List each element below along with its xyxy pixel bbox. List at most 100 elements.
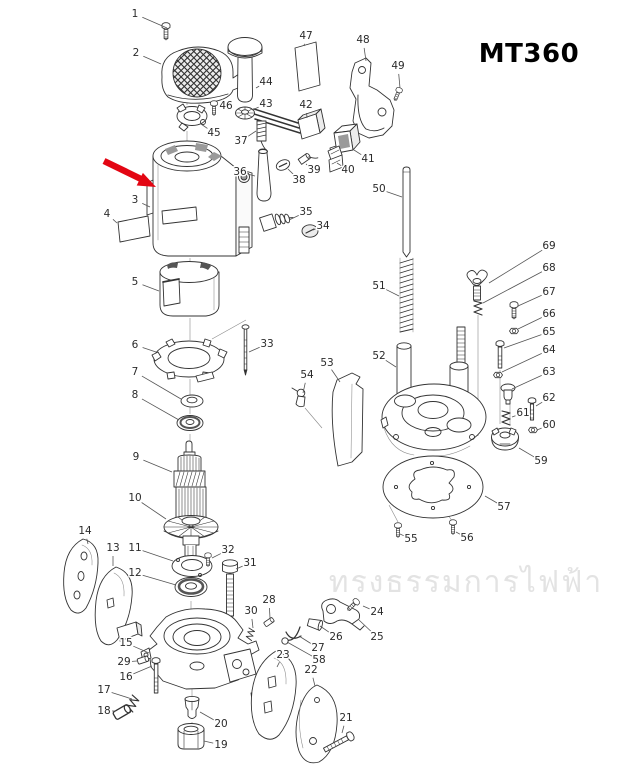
part-label-53: 53: [320, 357, 333, 369]
part-39-brush-drawing: [297, 153, 319, 165]
part-leader-10: [141, 502, 167, 520]
part-label-20: 20: [214, 718, 227, 730]
part-label-2: 2: [133, 47, 140, 59]
model-title: MT360: [479, 39, 579, 69]
part-leader-5: [142, 284, 160, 292]
part-5-stator-drawing: [159, 261, 220, 317]
part-11-washer-drawing: [171, 555, 213, 577]
part-leader-64: [501, 353, 542, 373]
part-label-12: 12: [128, 567, 141, 579]
part-44-knob-drawing: [227, 37, 263, 103]
part-label-50: 50: [372, 183, 385, 195]
part-leader-61: [511, 415, 516, 418]
part-label-48: 48: [356, 34, 369, 46]
part-label-23: 23: [276, 649, 289, 661]
part-67-screw-drawing: [509, 301, 519, 320]
part-61-spring-drawing: [501, 410, 511, 426]
part-label-9: 9: [133, 451, 140, 463]
part-52-base-casting-drawing: [380, 326, 487, 457]
watermark-text: ทรงธรรมการไฟฟ้า: [329, 564, 603, 600]
part-label-37: 37: [234, 135, 247, 147]
part-leader-3: [142, 203, 151, 208]
part-label-34: 34: [316, 220, 330, 232]
part-leader-12: [142, 574, 177, 586]
part-leader-39: [305, 163, 308, 166]
part-8-bearing-drawing: [176, 415, 204, 431]
part-label-65: 65: [542, 326, 555, 338]
part-label-46: 46: [219, 100, 233, 112]
part-4-label-plate-drawing: [117, 215, 151, 243]
part-60-nut-drawing: [528, 426, 538, 434]
part-label-28: 28: [262, 594, 275, 606]
part-label-32: 32: [221, 544, 234, 556]
part-label-51: 51: [372, 280, 385, 292]
part-56-screw-drawing: [449, 519, 457, 535]
part-label-14: 14: [78, 525, 92, 537]
part-label-49: 49: [391, 60, 404, 72]
part-label-17: 17: [97, 684, 110, 696]
part-46-screw-drawing: [210, 100, 218, 116]
part-leader-55: [399, 533, 404, 537]
part-leader-48: [363, 47, 367, 62]
part-label-63: 63: [542, 366, 555, 378]
part-leader-56: [455, 531, 461, 535]
part-leader-23: [276, 661, 280, 668]
part-6-ring-drawing: [151, 338, 228, 383]
part-leader-14: [86, 538, 89, 545]
part-leader-52: [385, 360, 397, 368]
part-68-spring-drawing: [473, 300, 483, 316]
part-leader-35: [288, 215, 299, 221]
part-leader-32: [211, 553, 222, 559]
part-leader-33: [248, 346, 260, 353]
part-23-handle-drawing: [250, 650, 297, 740]
part-leader-60: [536, 427, 542, 431]
part-7-washer-drawing: [180, 394, 204, 408]
part-label-68: 68: [542, 262, 555, 274]
part-18-pin-drawing: [111, 703, 133, 721]
part-label-58: 58: [312, 654, 325, 666]
part-label-52: 52: [372, 350, 385, 362]
part-label-1: 1: [132, 8, 139, 20]
part-leader-36: [247, 173, 256, 177]
part-leader-34: [312, 228, 316, 231]
part-leader-22: [312, 677, 316, 687]
part-leader-53: [331, 369, 341, 383]
part-leader-8: [141, 398, 180, 421]
part-label-16: 16: [119, 671, 133, 683]
part-label-39: 39: [307, 164, 320, 176]
part-49-screw-drawing: [391, 86, 404, 103]
part-leader-1: [142, 16, 168, 29]
part-label-3: 3: [132, 194, 139, 206]
part-20-collet-drawing: [184, 695, 200, 719]
part-label-40: 40: [341, 164, 354, 176]
part-leader-21: [341, 725, 345, 734]
part-leader-2: [143, 55, 162, 65]
part-27-clip-drawing: [285, 626, 302, 641]
part-13-handle-drawing: [94, 566, 143, 646]
part-28-pin-drawing: [262, 616, 276, 628]
part-37-spring-drawing: [256, 120, 268, 152]
part-leader-66: [517, 317, 542, 330]
pointer-arrow-head: [136, 172, 156, 187]
part-33-bolt-drawing: [241, 324, 250, 376]
part-69-wing-bolt-drawing: [466, 269, 488, 301]
part-47-nameplate-drawing: [294, 41, 321, 92]
part-leader-62: [535, 401, 543, 407]
part-label-11: 11: [128, 542, 141, 554]
part-66-nut-drawing: [509, 327, 519, 335]
part-25-lever-drawing: [321, 598, 365, 631]
part-36-cone-drawing: [256, 148, 272, 202]
part-label-29: 29: [117, 656, 130, 668]
part-leader-15: [133, 645, 150, 654]
part-label-13: 13: [106, 542, 119, 554]
part-leader-30: [251, 618, 254, 629]
part-63-stopper-drawing: [500, 383, 516, 405]
part-label-33: 33: [260, 338, 273, 350]
part-leader-58: [286, 641, 313, 657]
part-leader-31: [235, 565, 243, 570]
part-58-ring-drawing: [281, 637, 289, 645]
part-leader-20: [199, 711, 215, 721]
part-leader-54: [302, 382, 306, 394]
